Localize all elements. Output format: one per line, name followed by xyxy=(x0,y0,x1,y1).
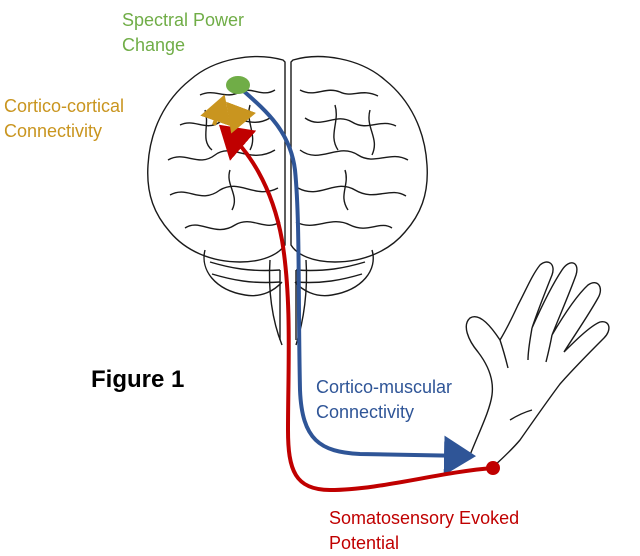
ssep-label: Somatosensory Evoked Potential xyxy=(329,506,519,556)
hand-illustration xyxy=(466,262,609,470)
cortico-cortical-label: Cortico-cortical Connectivity xyxy=(4,94,124,144)
cortico-cortical-arrow-down xyxy=(234,110,240,126)
cortico-muscular-label: Cortico-muscular Connectivity xyxy=(316,375,452,425)
spectral-power-label: Spectral Power Change xyxy=(122,8,244,58)
ssep-arrow xyxy=(225,130,493,490)
ssep-source-dot xyxy=(486,461,500,475)
spectral-power-blob xyxy=(226,76,250,94)
figure-title: Figure 1 xyxy=(91,367,184,392)
